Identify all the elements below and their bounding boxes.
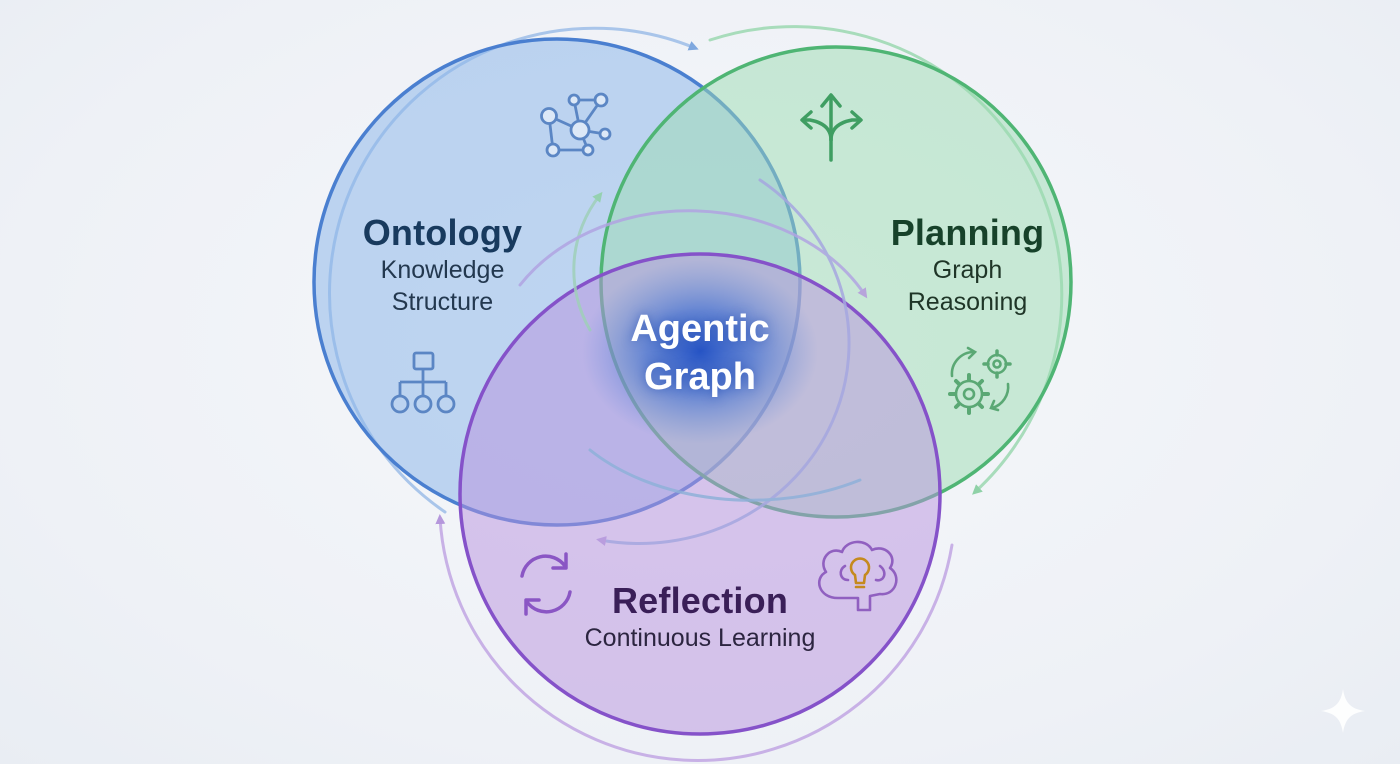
ontology-title: Ontology [362, 212, 523, 253]
reflection-circle [458, 252, 942, 736]
ontology-subtitle-line1: Knowledge [380, 256, 505, 284]
center-label-group: Agentic Graph [590, 305, 810, 401]
reflection-label-group: Reflection Continuous Learning [540, 580, 860, 654]
center-title-line1: Agentic [630, 308, 770, 350]
planning-subtitle-line1: Graph [932, 256, 1003, 284]
ontology-subtitle-line2: Structure [391, 288, 494, 316]
inner-cycle-arrows [518, 178, 868, 546]
gears-cycle-icon [948, 346, 1012, 415]
inner-arc-low [588, 448, 862, 502]
refresh-cycle-icon [520, 552, 572, 616]
hierarchy-tree-icon [390, 351, 456, 414]
sparkle-icon [1321, 689, 1365, 733]
center-title-line2: Graph [644, 356, 756, 398]
ontology-label-group: Ontology Knowledge Structure [330, 212, 555, 318]
inner-arc-bottom [596, 178, 851, 546]
outer-arc-reflection [435, 514, 954, 762]
reflection-subtitle: Continuous Learning [584, 624, 816, 652]
split-arrows-icon [800, 93, 863, 162]
planning-label-group: Planning Graph Reasoning [855, 212, 1080, 318]
reflection-title: Reflection [611, 580, 789, 621]
brain-lightbulb-icon [817, 540, 898, 612]
planning-title: Planning [890, 212, 1045, 253]
inner-arc-top [572, 191, 603, 332]
planning-subtitle-line2: Reasoning [907, 288, 1028, 316]
center-glow [582, 260, 818, 444]
network-graph-icon [540, 92, 612, 158]
